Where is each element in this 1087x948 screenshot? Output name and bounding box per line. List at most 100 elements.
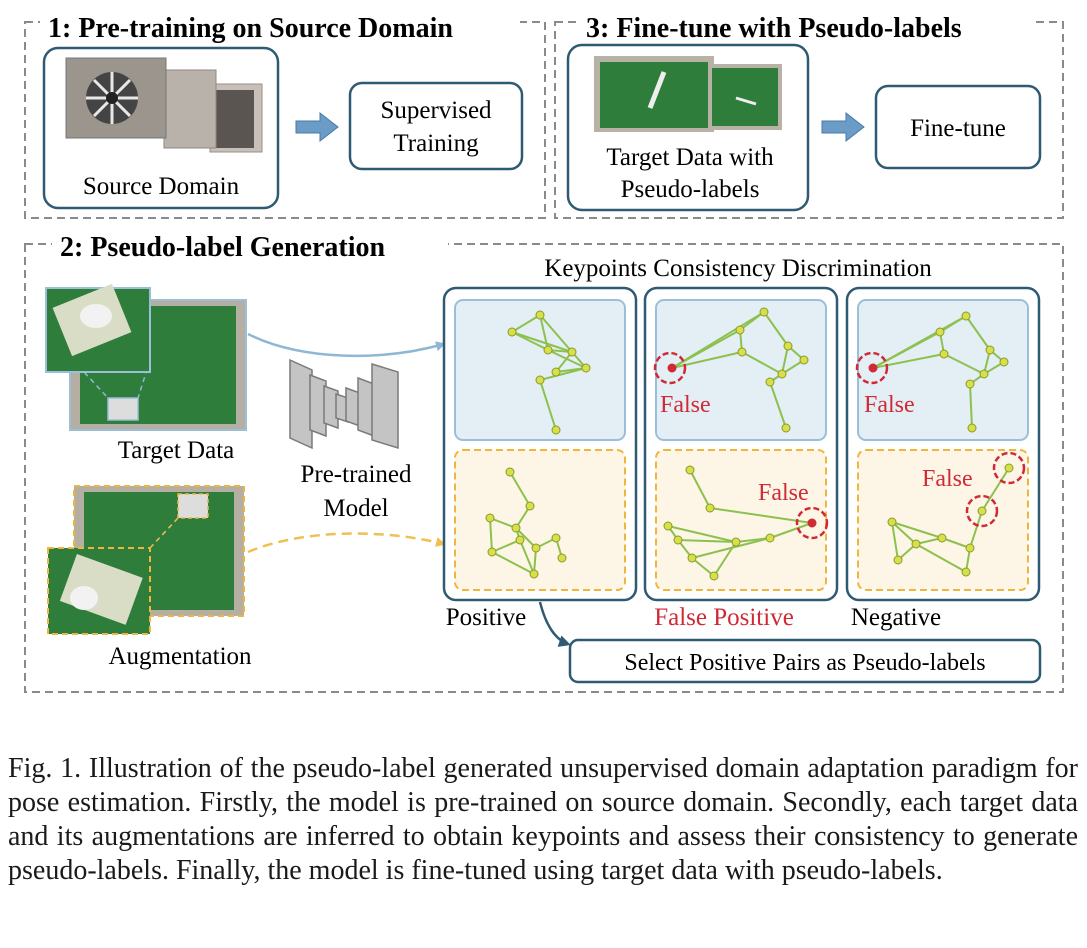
- keypoint: [961, 311, 971, 321]
- keypoint: [735, 325, 745, 335]
- select-positive-label: Select Positive Pairs as Pseudo-labels: [624, 650, 985, 676]
- positive-augmented-cell: [454, 449, 626, 591]
- keypoint: [525, 501, 535, 511]
- skeleton-edge: [509, 471, 531, 507]
- diagram: 1: Pre-training on Source Domain Source …: [24, 8, 1064, 693]
- target-pseudo-label-1: Target Data with: [606, 144, 774, 171]
- skeleton-edge: [943, 353, 985, 375]
- pretrain-arrow: [295, 111, 339, 143]
- pretrain-panel: 1: Pre-training on Source Domain Source …: [24, 8, 546, 219]
- pretrain-title: 1: Pre-training on Source Domain: [48, 13, 453, 44]
- skeleton-false-positive-augmented: [663, 465, 817, 581]
- false-marker-neg-augmented-2: [965, 494, 999, 528]
- keypoint: [535, 310, 545, 320]
- keypoint: [737, 347, 747, 357]
- skeleton-edge: [677, 539, 737, 543]
- skeleton-edge: [763, 311, 789, 347]
- skeleton-edge: [969, 510, 983, 549]
- skeleton-edge: [515, 527, 537, 549]
- keypoint: [759, 307, 769, 317]
- keypoint: [531, 543, 541, 553]
- positive-label: Positive: [446, 604, 527, 631]
- skeleton-edge: [769, 381, 787, 429]
- skeleton-edge: [741, 351, 783, 375]
- keypoint: [487, 547, 497, 557]
- keypoint: [731, 537, 741, 547]
- keypoint: [799, 355, 809, 365]
- augmentation-to-prediction-arrow: [247, 532, 446, 554]
- keypoint: [507, 327, 517, 337]
- select-positive-box: [568, 638, 1042, 684]
- skeleton-edge: [891, 521, 943, 539]
- skeleton-edge: [872, 353, 945, 369]
- keypoint: [967, 423, 977, 433]
- skeleton-edge: [941, 537, 971, 549]
- skeleton-edge: [489, 517, 517, 529]
- negative-augmented-cell: [857, 449, 1029, 591]
- keypoint: [485, 513, 495, 523]
- skeleton-edge: [511, 331, 573, 353]
- finetune-box-label: Fine-tune: [910, 115, 1006, 142]
- skeleton-edge: [939, 315, 967, 333]
- augmentation-image: [47, 485, 245, 635]
- keypoint: [551, 425, 561, 435]
- negative-label: Negative: [851, 604, 941, 631]
- skeleton-edge: [667, 525, 737, 543]
- keypoint: [581, 363, 591, 373]
- keypoint: [765, 377, 775, 387]
- skeleton-edge: [539, 367, 587, 381]
- skeleton-edge: [539, 314, 573, 353]
- skeleton-edge: [891, 521, 917, 545]
- false-positive-original-cell: [655, 299, 827, 441]
- skeleton-edge: [691, 557, 715, 577]
- keypoint: [511, 523, 521, 533]
- skeleton-edge: [547, 349, 587, 369]
- keypoint: [781, 423, 791, 433]
- skeleton-edge: [891, 521, 899, 561]
- keypoint: [687, 553, 697, 563]
- skeleton-positive-original: [507, 310, 591, 435]
- skeleton-edge: [671, 311, 765, 369]
- keypoint: [551, 367, 561, 377]
- source-domain-label: Source Domain: [83, 173, 240, 200]
- keypoint: [935, 327, 945, 337]
- false-marker-fp-original: [653, 351, 687, 385]
- skeleton-edge: [969, 383, 973, 429]
- false-label-fp-augmented: False: [758, 480, 809, 506]
- skeleton-edge: [689, 469, 711, 509]
- skeleton-negative-original: [868, 311, 1009, 433]
- finetune-box: [874, 84, 1042, 170]
- keypoint: [937, 533, 947, 543]
- keypoint: [783, 341, 793, 351]
- kcd-title: Keypoints Consistency Discrimination: [544, 255, 932, 282]
- false-label-neg-augmented: False: [922, 466, 973, 492]
- keypoint: [939, 349, 949, 359]
- skeleton-edge: [739, 311, 765, 331]
- figure-caption: Fig. 1. Illustration of the pseudo-label…: [8, 753, 1078, 886]
- keypoint: [979, 369, 989, 379]
- keypoint: [543, 345, 553, 355]
- target-data-label: Target Data: [118, 437, 234, 464]
- false-positive-augmented-cell: [655, 449, 827, 591]
- supervised-label-1: Supervised: [380, 97, 492, 124]
- false-marker-neg-original: [855, 351, 889, 385]
- skeleton-edge: [491, 539, 521, 553]
- finetune-panel: 3: Fine-tune with Pseudo-labels Target D…: [554, 8, 1064, 219]
- false-positive-label: False Positive: [654, 604, 794, 631]
- keypoint: [685, 465, 695, 475]
- target-data-image: [45, 283, 247, 431]
- positive-original-cell: [454, 299, 626, 441]
- keypoint: [777, 369, 787, 379]
- keypoint: [505, 467, 515, 477]
- keypoint: [911, 539, 921, 549]
- skeleton-edge: [915, 543, 967, 573]
- select-arrow: [538, 601, 571, 647]
- keypoint: [705, 503, 715, 513]
- keypoint: [515, 535, 525, 545]
- skeleton-edge: [519, 539, 535, 575]
- target-pseudo-label-2: Pseudo-labels: [621, 176, 760, 203]
- keypoint: [1004, 463, 1014, 473]
- keypoint: [529, 569, 539, 579]
- generation-panel: 2: Pseudo-label Generation Target Data A…: [24, 228, 1064, 693]
- target-images: [594, 56, 782, 132]
